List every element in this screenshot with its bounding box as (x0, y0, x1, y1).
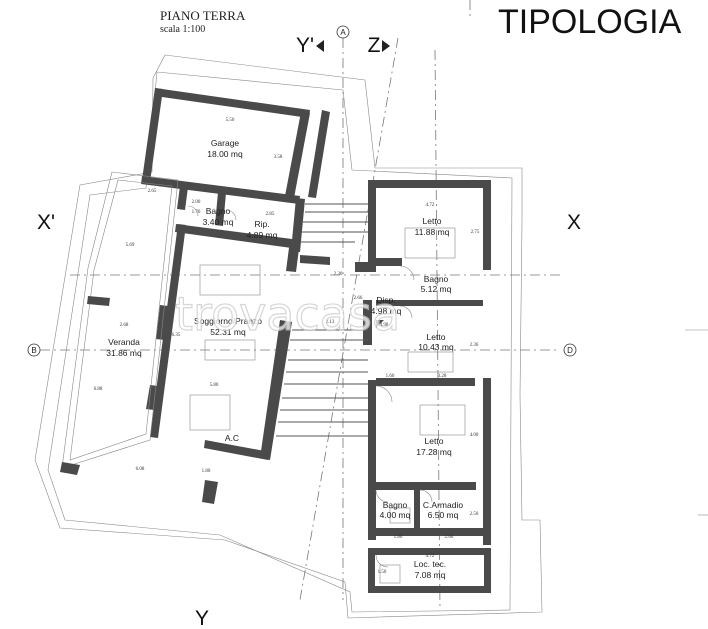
room-disp: Disp. 4.98 mq (371, 295, 402, 316)
dim-label: 2.50 (470, 512, 479, 517)
dim-label: 6.08 (136, 467, 145, 472)
room-name: Letto (423, 216, 442, 226)
dim-label: 1.80 (394, 535, 403, 540)
section-arrow-z (382, 40, 390, 52)
drawing-title: PIANO TERRA (160, 8, 246, 23)
room-area: 52.31 mq (210, 327, 246, 337)
dim-label: 2.68 (120, 323, 129, 328)
room-letto-1: Letto 11.88 mq (415, 216, 450, 237)
room-name: Garage (211, 138, 240, 148)
room-area: 4.98 mq (371, 306, 402, 316)
elevation-marker-b: B (27, 343, 41, 357)
dim-label: 1.60 (386, 374, 395, 379)
dim-label: 2.36 (470, 343, 479, 348)
dim-label: 2.13 (326, 320, 335, 325)
axis-label-y: Y (195, 607, 209, 629)
walls-veranda (60, 171, 218, 504)
room-rip: Rip. 4.89 mq (247, 219, 278, 240)
walls-garage (141, 88, 330, 252)
plot-boundary-inner (47, 71, 513, 613)
dim-label: 3.58 (274, 155, 283, 160)
room-letto-2: Letto 10.43 mq (418, 332, 454, 352)
drawing-scale: scala 1:100 (160, 24, 205, 35)
room-area: 17.28 mq (416, 447, 452, 457)
section-line-z-y (299, 37, 399, 601)
dim-label: 6.88 (94, 387, 103, 392)
dimension-labels: 5.50 3.58 2.65 2.00 1.76 2.85 5.69 2.68 … (94, 118, 480, 575)
dim-label: 6.35 (172, 333, 181, 338)
watermark: trovacasa (175, 287, 400, 341)
dim-label: 2.66 (354, 296, 363, 301)
room-area: 4.89 mq (247, 230, 278, 240)
room-name: C.Armadio (423, 500, 463, 510)
axis-label-x-prime: X' (37, 211, 55, 234)
room-name: Bagno (424, 274, 449, 284)
room-area: 6.50 mq (428, 510, 459, 520)
dim-label: 2.00 (192, 200, 201, 205)
room-name: Rip. (254, 219, 269, 229)
dim-label: 2.65 (148, 189, 157, 194)
elevation-marker-a: A (336, 25, 350, 39)
room-name: Letto (427, 332, 446, 342)
dim-label: 1.76 (192, 210, 201, 215)
dim-label: 3.28 (438, 374, 447, 379)
room-loc-tec: Loc. tec. 7.08 mq (414, 559, 446, 580)
room-area: 5.12 mq (421, 284, 452, 294)
walls-right-wing (355, 180, 491, 593)
axis-label-x: X (567, 211, 581, 234)
dim-label: 5.80 (210, 383, 219, 388)
room-name: Bagno (383, 500, 408, 510)
room-bagno-2: Bagno 5.12 mq (421, 274, 452, 294)
dim-label: 2.36 (334, 272, 343, 277)
axis-label-y-prime: Y' (296, 34, 314, 57)
room-soggiorno: Soggiorno/Pranzo 52.31 mq (194, 316, 262, 337)
ac-label: A.C (225, 433, 239, 443)
room-bagno-1: Bagno 3.40 mq (203, 206, 234, 227)
plot-boundary (34, 54, 543, 619)
dim-label: 4.72 (426, 203, 435, 208)
room-veranda: Veranda 31.86 mq (106, 337, 142, 358)
dim-label: 4.72 (426, 554, 435, 559)
dim-label: 1.80 (202, 469, 211, 474)
door-swings (187, 205, 433, 568)
room-name: Loc. tec. (414, 559, 446, 569)
room-bagno-3: Bagno 4.00 mq (380, 500, 411, 520)
axis-line-vertical-right (434, 49, 441, 611)
room-garage: Garage 18.00 mq (207, 138, 243, 159)
room-area: 11.88 mq (415, 227, 450, 237)
dim-label: 2.60 (445, 535, 454, 540)
section-arrow-y-prime (316, 40, 324, 52)
svg-text:B: B (31, 346, 36, 355)
axis-label-z: Z (368, 34, 381, 57)
dim-label: 4.98 (380, 323, 389, 328)
room-area: 3.40 mq (203, 217, 234, 227)
room-area: 18.00 mq (207, 149, 243, 159)
furniture (189, 227, 466, 584)
dim-label: 5.69 (126, 243, 135, 248)
room-area: 7.08 mq (415, 570, 446, 580)
dim-label: 2.85 (266, 212, 275, 217)
room-armadio: C.Armadio 6.50 mq (423, 500, 463, 520)
corridor-lines (276, 203, 368, 437)
dim-label: 5.50 (226, 118, 235, 123)
room-name: Soggiorno/Pranzo (194, 316, 262, 326)
dim-label: 1.50 (378, 570, 387, 575)
room-name: Letto (425, 436, 444, 446)
room-letto-3: Letto 17.28 mq (416, 436, 452, 457)
typology-title: TIPOLOGIA (498, 3, 682, 41)
room-name: Bagno (206, 206, 231, 216)
svg-text:A: A (340, 28, 346, 37)
elevation-marker-d: D (563, 343, 577, 357)
walls-living (146, 224, 330, 460)
svg-text:D: D (567, 346, 573, 355)
room-area: 4.00 mq (380, 510, 411, 520)
room-area: 31.86 mq (106, 348, 142, 358)
room-area: 10.43 mq (418, 342, 454, 352)
dim-label: 2.75 (471, 230, 480, 235)
dim-label: 4.00 (470, 433, 479, 438)
room-name: Disp. (376, 295, 395, 305)
room-name: Veranda (108, 337, 140, 347)
